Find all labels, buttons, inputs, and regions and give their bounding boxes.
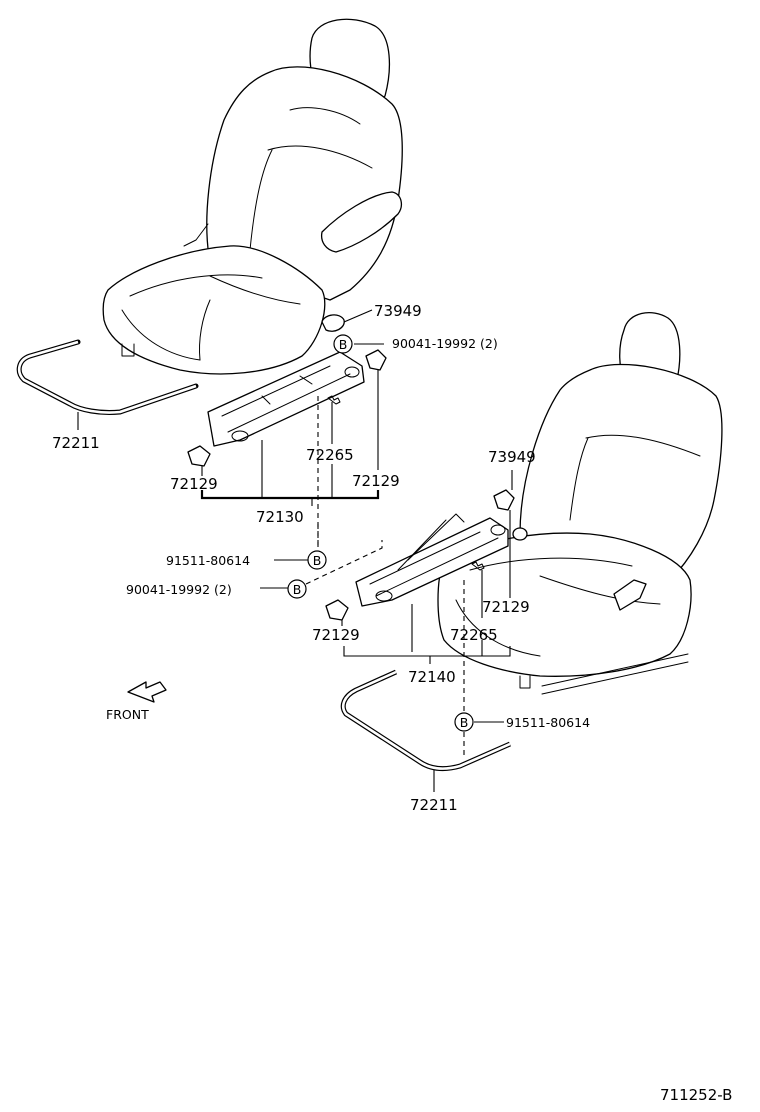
bolt-symbol-upper: B [333, 334, 353, 354]
lower-seat [437, 312, 723, 695]
callout-stopper-upper-left: 72129 [170, 475, 218, 493]
bolt-symbol-mid: B [307, 550, 327, 570]
bolt-symbol-mid2-letter: B [293, 582, 302, 597]
upper-seat-adjuster-rail [207, 351, 365, 447]
upper-stopper-right [365, 349, 387, 371]
callout-adjuster-lower: 72140 [408, 668, 456, 686]
upper-stopper-left [187, 445, 211, 467]
bolt-symbol-mid-letter: B [313, 553, 322, 568]
upper-assembly-bracket [200, 490, 380, 500]
callout-spring-lower: 72265 [450, 626, 498, 644]
callout-clip-lower: 73949 [488, 448, 536, 466]
upper-spring-72265 [327, 395, 341, 405]
callout-stopper-lower-left: 72129 [312, 626, 360, 644]
callout-stopper-lower-right: 72129 [482, 598, 530, 616]
lower-seat-cushion [437, 532, 692, 677]
lower-recliner-lever [613, 579, 647, 611]
lower-seat-adjuster-rail [355, 513, 509, 607]
front-label: FRONT [106, 707, 149, 722]
callout-spring-upper: 72265 [306, 446, 354, 464]
lower-stopper-left [325, 599, 349, 621]
callout-bolt-lower: 91511-80614 [506, 715, 590, 730]
bolt-symbol-lower: B [454, 712, 474, 732]
bolt-symbol-upper-letter: B [339, 337, 348, 352]
callout-bar-upper: 72211 [52, 434, 100, 452]
drawing-id: 711252-B [660, 1086, 732, 1104]
bolt-symbol-mid2: B [287, 579, 307, 599]
lower-stopper-right [493, 489, 515, 511]
callout-bolt-mid: 91511-80614 [166, 553, 250, 568]
upper-armrest [320, 191, 403, 253]
lower-clip-73949 [512, 527, 528, 541]
bolt-symbol-lower-letter: B [460, 715, 469, 730]
callout-bar-lower: 72211 [410, 796, 458, 814]
upper-clip-73949 [321, 314, 345, 332]
callout-stopper-upper-right: 72129 [352, 472, 400, 490]
callout-bolt-upper: 90041-19992 (2) [392, 336, 498, 351]
upper-seat-cushion [102, 245, 326, 375]
lower-spring-72265 [471, 561, 485, 571]
callout-bolt-mid2: 90041-19992 (2) [126, 582, 232, 597]
upper-seat [102, 18, 403, 375]
front-direction-arrow-icon [127, 681, 167, 703]
callout-adjuster-upper: 72130 [256, 508, 304, 526]
callout-clip-upper: 73949 [374, 302, 422, 320]
